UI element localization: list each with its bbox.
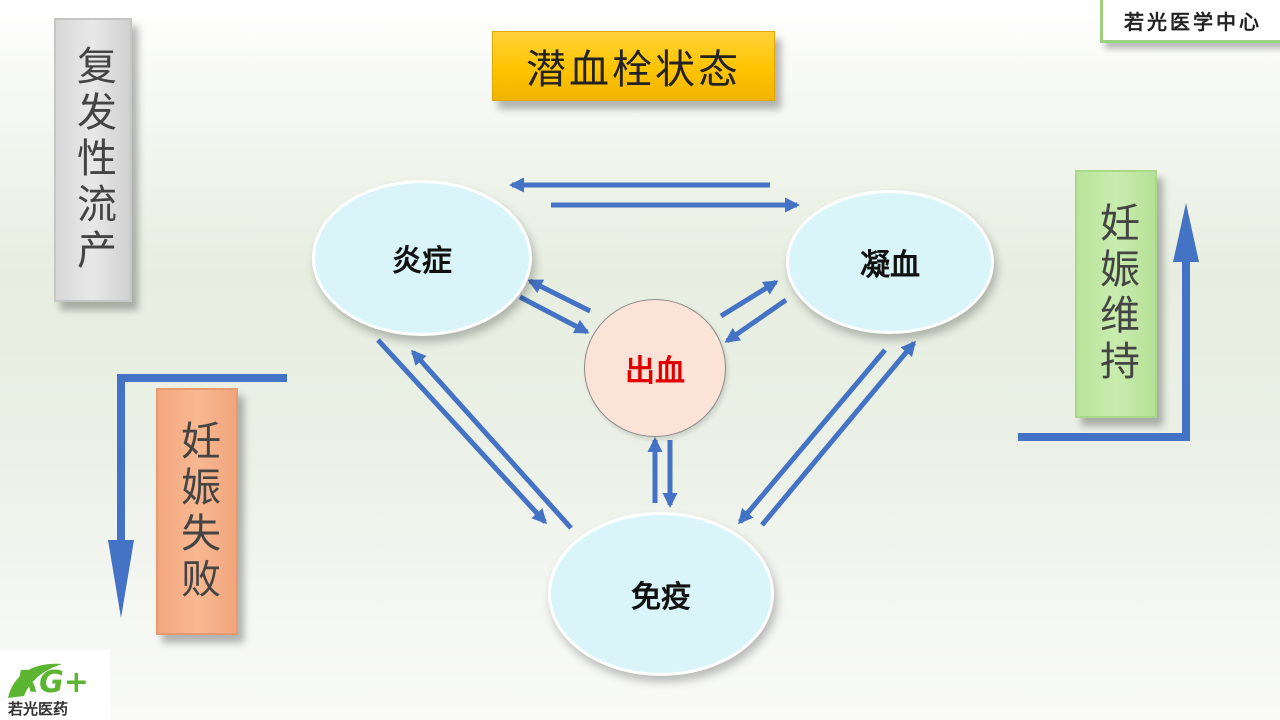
node-bleeding-label: 出血 — [625, 354, 685, 389]
title-box: 潜血栓状态 — [492, 31, 775, 101]
pregnancy-failure-label: 妊娠失败 — [174, 419, 220, 604]
arrow-immunity-to-inflammation — [410, 349, 573, 530]
node-coagulation-label: 凝血 — [860, 248, 920, 283]
node-immunity: 免疫 — [548, 512, 774, 676]
title-text: 潜血栓状态 — [526, 47, 741, 93]
arrow-inflammation-to-immunity — [376, 338, 548, 525]
node-immunity-label: 免疫 — [631, 580, 691, 615]
node-inflammation-label: 炎症 — [392, 244, 452, 279]
pregnancy-failure-box: 妊娠失败 — [156, 388, 238, 635]
recurrent-miscarriage-box: 复发性流产 — [54, 18, 132, 302]
logo-leaf-icon — [8, 663, 62, 698]
node-coagulation: 凝血 — [786, 190, 994, 334]
arrow-bleeding-to-coagulation — [719, 279, 779, 319]
logo-mark: RG+ — [16, 665, 89, 700]
recurrent-miscarriage-label: 复发性流产 — [70, 45, 116, 275]
pregnancy-maintenance-box: 妊娠维持 — [1075, 170, 1157, 418]
node-bleeding: 出血 — [584, 299, 726, 437]
pregnancy-maintenance-label: 妊娠维持 — [1093, 202, 1139, 386]
company-logo: RG+ 若光医药 — [0, 650, 110, 720]
arrow-coagulation-to-bleeding — [724, 297, 788, 344]
arrow-head-failure — [108, 540, 134, 618]
arrow-to-pregnancy-failure — [117, 374, 287, 545]
arrow-bleeding-to-inflammation — [527, 278, 592, 314]
arrow-head-maintenance — [1173, 203, 1199, 262]
logo-name: 若光医药 — [7, 700, 68, 718]
header-logo-box: 若光医学中心 — [1100, 0, 1280, 43]
node-inflammation: 炎症 — [312, 180, 532, 336]
header-logo-text: 若光医学中心 — [1124, 9, 1262, 34]
arrow-inflammation-to-bleeding — [518, 294, 590, 335]
arrow-coagulation-to-immunity — [738, 348, 887, 525]
arrow-immunity-to-coagulation — [760, 340, 916, 527]
arrow-to-pregnancy-maintenance — [1018, 262, 1190, 441]
